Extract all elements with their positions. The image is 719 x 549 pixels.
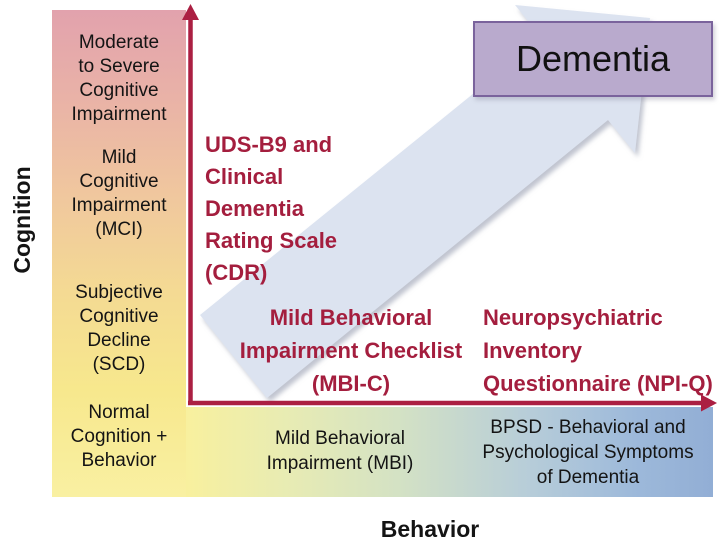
cognition-level-mci: Mild Cognitive Impairment (MCI): [52, 146, 186, 242]
label-line: Impairment: [71, 104, 167, 125]
behavior-level-mbi: Mild Behavioral Impairment (MBI): [220, 426, 460, 476]
label-line: Neuropsychiatric: [483, 305, 663, 330]
label-line: Cognitive: [79, 306, 159, 327]
label-line: Decline: [87, 330, 151, 351]
cognition-level-scd: Subjective Cognitive Decline (SCD): [52, 281, 186, 377]
label-line: Mild: [101, 147, 137, 168]
label-line: Moderate: [78, 32, 160, 53]
cognition-gradient-bar: Moderate to Severe Cognitive Impairment …: [52, 10, 186, 497]
label-line: Cognition +: [70, 426, 168, 447]
cognition-level-normal: Normal Cognition + Behavior: [52, 401, 186, 473]
assessment-label-cdr: UDS-B9 and Clinical Dementia Rating Scal…: [205, 129, 375, 289]
label-line: (CDR): [205, 260, 268, 285]
label-line: Dementia: [205, 196, 305, 221]
label-line: Questionnaire (NPI-Q): [483, 371, 713, 396]
label-line: Psychological Symptoms: [482, 442, 694, 463]
label-line: Clinical: [205, 164, 284, 189]
label-line: Behavior: [81, 450, 157, 471]
assessment-label-npiq: Neuropsychiatric Inventory Questionnaire…: [483, 301, 719, 400]
y-axis-title: Cognition: [9, 166, 35, 274]
label-line: Cognitive: [79, 171, 159, 192]
label-line: Inventory: [483, 338, 583, 363]
label-line: (MCI): [95, 219, 143, 240]
label-line: Impairment: [71, 195, 167, 216]
behavior-level-bpsd: BPSD - Behavioral and Psychological Symp…: [463, 415, 713, 490]
label-line: Impairment (MBI): [266, 453, 414, 474]
label-line: BPSD - Behavioral and: [490, 417, 686, 438]
assessment-label-mbic: Mild Behavioral Impairment Checklist (MB…: [230, 301, 472, 400]
label-line: Subjective: [75, 282, 163, 303]
label-line: UDS-B9 and: [205, 132, 333, 157]
label-line: (MBI-C): [311, 371, 391, 396]
label-line: Mild Behavioral: [275, 428, 405, 449]
label-line: of Dementia: [536, 467, 640, 488]
label-line: (SCD): [92, 354, 146, 375]
dementia-box: Dementia: [473, 21, 713, 97]
x-axis-title: Behavior: [380, 516, 480, 542]
label-line: Rating Scale: [205, 228, 338, 253]
behavior-gradient-bar: Mild Behavioral Impairment (MBI) BPSD - …: [186, 407, 713, 497]
label-line: Impairment Checklist: [239, 338, 463, 363]
cognition-level-moderate-severe: Moderate to Severe Cognitive Impairment: [52, 31, 186, 127]
label-line: to Severe: [78, 56, 160, 77]
label-line: Mild Behavioral: [269, 305, 433, 330]
label-line: Cognitive: [79, 80, 159, 101]
label-line: Normal: [88, 402, 150, 423]
dementia-box-label: Dementia: [515, 38, 671, 79]
